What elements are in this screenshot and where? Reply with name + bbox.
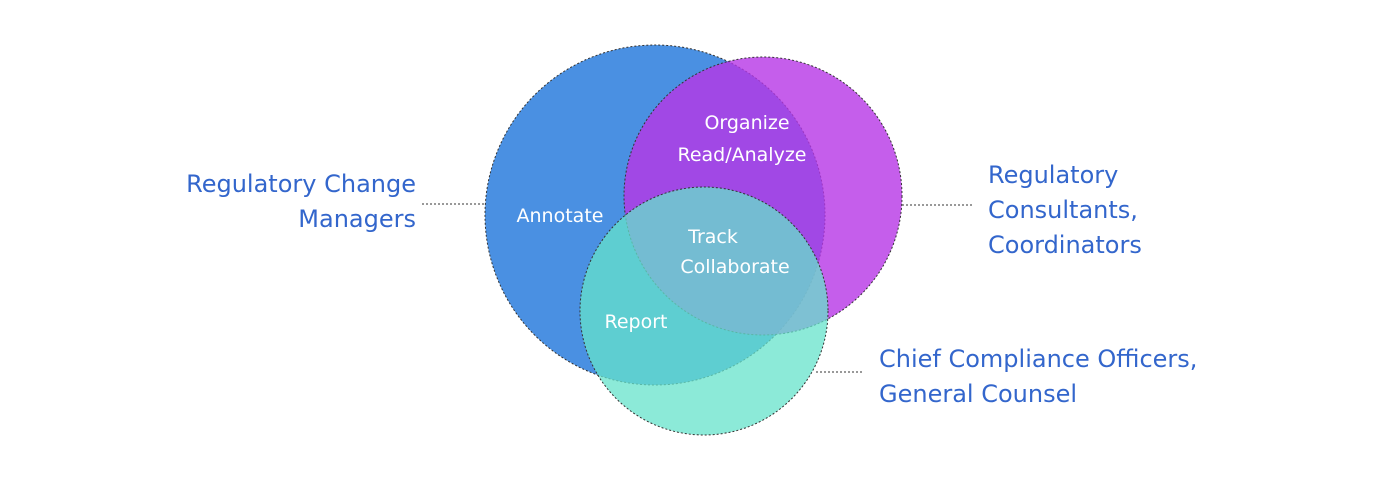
group-label-right-line3: Coordinators [988,231,1142,259]
group-label-regulatory-consultants: Regulatory Consultants, Coordinators [988,158,1142,263]
region-label-organize: Organize [704,112,789,134]
group-label-chief-compliance-officers: Chief Compliance Officers, General Couns… [879,342,1197,412]
region-label-read-analyze: Read/Analyze [677,144,806,166]
group-label-left-line2: Managers [298,205,416,233]
region-label-annotate: Annotate [517,205,604,227]
group-label-regulatory-change-managers: Regulatory Change Managers [186,167,416,237]
circle-chief-compliance-officers [579,186,829,436]
region-label-track: Track [687,226,738,248]
group-label-bottom-line2: General Counsel [879,380,1078,408]
group-label-right-line1: Regulatory [988,161,1119,189]
region-label-report: Report [605,311,668,333]
group-label-right-line2: Consultants, [988,196,1138,224]
group-label-left-line1: Regulatory Change [186,170,416,198]
group-label-bottom-line1: Chief Compliance Officers, [879,345,1198,373]
region-label-collaborate: Collaborate [680,256,789,278]
